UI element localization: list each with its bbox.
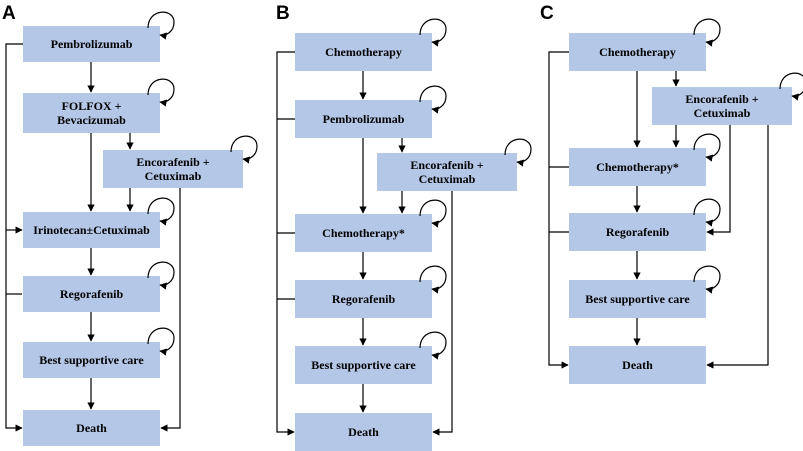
state-label: Pembrolizumab [323, 112, 405, 126]
state-label: Cetuximab [419, 172, 476, 186]
transition-arrow [276, 51, 295, 436]
state-node-encorafenib: Encorafenib +Cetuximab [103, 150, 243, 188]
state-node-regorafenib: Regorafenib [23, 276, 160, 312]
state-label: Encorafenib + [685, 92, 758, 106]
self-loop-arrow [504, 138, 532, 167]
state-label: Bevacizumab [57, 113, 126, 127]
state-label: Death [348, 425, 379, 439]
self-loop-arrow [419, 18, 447, 47]
self-loop-arrow [419, 85, 447, 114]
self-loop-arrow [147, 327, 175, 356]
state-label: Cetuximab [694, 106, 751, 120]
self-loop-arrow [419, 265, 447, 294]
self-loop-arrow [693, 133, 721, 162]
state-node-encorafenib: Encorafenib +Cetuximab [652, 87, 792, 125]
state-label: Chemotherapy* [596, 160, 679, 174]
state-box [295, 100, 432, 138]
self-loop-arrow [230, 135, 258, 164]
panel-label-c: C [540, 3, 554, 24]
state-label: Regorafenib [60, 287, 124, 301]
state-box [23, 342, 160, 378]
self-loop-arrow [147, 78, 175, 107]
state-node-chemotherapy2: Chemotherapy* [295, 214, 432, 252]
state-node-death: Death [569, 346, 706, 384]
state-box [569, 148, 706, 186]
state-box [569, 280, 706, 318]
state-label: Regorafenib [332, 292, 396, 306]
transition-arrow [548, 51, 569, 369]
state-label: Irinotecan±Cetuximab [33, 223, 150, 237]
state-label: Best supportive care [311, 358, 416, 372]
transition-arrow [706, 125, 769, 369]
state-node-bsc: Best supportive care [23, 342, 160, 378]
state-node-bsc: Best supportive care [569, 280, 706, 318]
transition-arrow [706, 125, 731, 236]
state-node-pembrolizumab: Pembrolizumab [23, 26, 160, 62]
state-label: Pembrolizumab [51, 37, 133, 51]
self-loop-arrow [693, 198, 721, 227]
state-box [23, 93, 160, 133]
state-box [23, 26, 160, 62]
self-loop-arrow [147, 197, 175, 226]
state-label: Best supportive care [585, 292, 690, 306]
state-box [295, 33, 432, 71]
state-label: Chemotherapy [599, 45, 676, 59]
state-box [103, 150, 243, 188]
state-box [377, 153, 517, 191]
self-loop-arrow [779, 72, 803, 101]
state-box [295, 346, 432, 384]
state-node-chemotherapy: Chemotherapy [295, 33, 432, 71]
self-loop-arrow [419, 199, 447, 228]
transition-arrow [5, 43, 23, 432]
state-box [23, 212, 160, 248]
state-box [652, 87, 792, 125]
state-label: Encorafenib + [410, 158, 483, 172]
state-node-irinotecan: Irinotecan±Cetuximab [23, 212, 160, 248]
state-label: Death [622, 358, 653, 372]
state-node-folfox: FOLFOX +Bevacizumab [23, 93, 160, 133]
state-box [23, 410, 160, 446]
state-node-chemotherapy2: Chemotherapy* [569, 148, 706, 186]
state-label: Death [76, 421, 107, 435]
state-label: Encorafenib + [136, 155, 209, 169]
state-label: Chemotherapy [325, 45, 402, 59]
state-box [569, 33, 706, 71]
state-box [569, 213, 706, 251]
state-node-regorafenib: Regorafenib [295, 280, 432, 318]
state-node-chemotherapy: Chemotherapy [569, 33, 706, 71]
state-label: FOLFOX + [62, 99, 122, 113]
transition-arrow [160, 188, 181, 432]
transition-arrow [432, 191, 453, 436]
state-node-regorafenib: Regorafenib [569, 213, 706, 251]
state-box [295, 413, 432, 451]
state-label: Cetuximab [145, 169, 202, 183]
state-node-encorafenib: Encorafenib +Cetuximab [377, 153, 517, 191]
state-node-pembrolizumab: Pembrolizumab [295, 100, 432, 138]
state-node-death: Death [23, 410, 160, 446]
state-box [23, 276, 160, 312]
self-loop-arrow [693, 18, 721, 47]
state-label: Chemotherapy* [322, 226, 405, 240]
panel-label-a: A [2, 3, 16, 24]
self-loop-arrow [693, 265, 721, 294]
state-label: Best supportive care [39, 353, 144, 367]
self-loop-arrow [147, 11, 175, 40]
self-loop-arrow [147, 261, 175, 290]
state-box [295, 280, 432, 318]
state-box [569, 346, 706, 384]
state-node-death: Death [295, 413, 432, 451]
state-label: Regorafenib [606, 225, 670, 239]
state-box [295, 214, 432, 252]
self-loop-arrow [419, 331, 447, 360]
panel-label-b: B [276, 3, 290, 24]
state-node-bsc: Best supportive care [295, 346, 432, 384]
